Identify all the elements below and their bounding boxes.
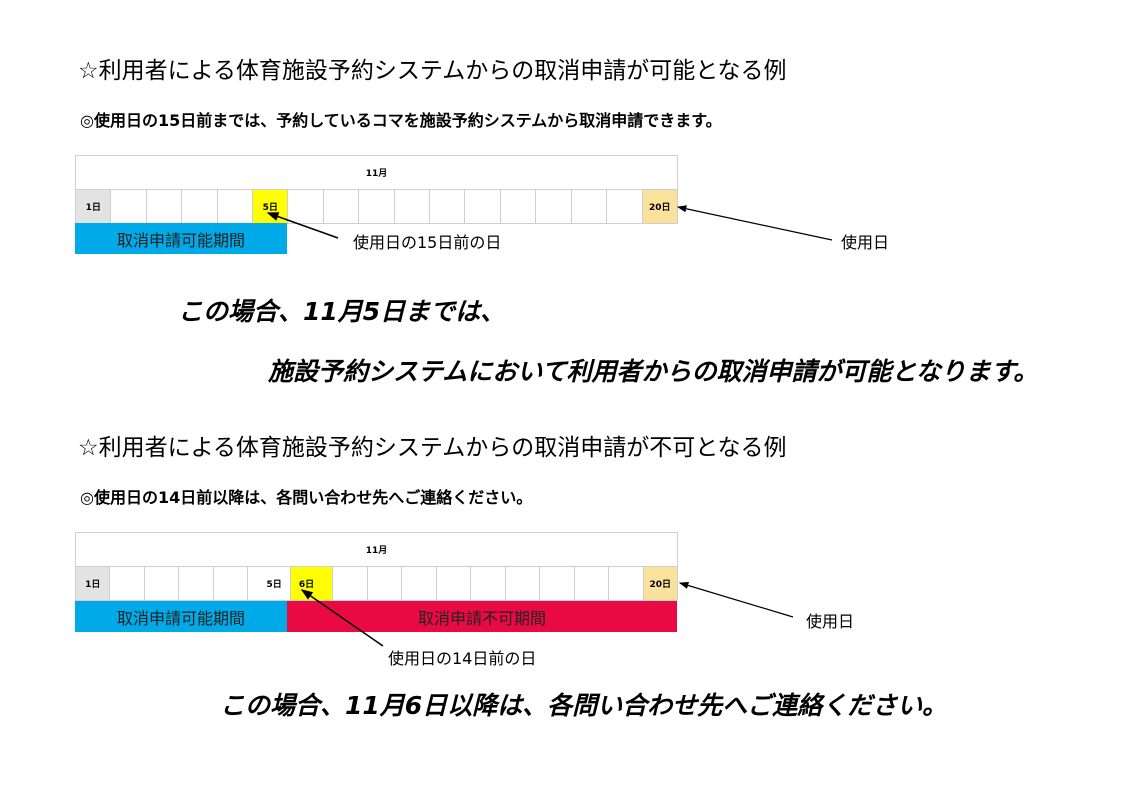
day-cell — [536, 190, 572, 223]
day-cell — [430, 190, 466, 223]
day-cell — [110, 567, 145, 600]
day-cell — [111, 190, 147, 223]
day-cell — [501, 190, 537, 223]
day-cell — [214, 567, 249, 600]
day-cell: 1日 — [76, 190, 112, 223]
day-cell — [179, 567, 214, 600]
day-cell — [506, 567, 541, 600]
day-cell — [607, 190, 643, 223]
section2-title: ☆利用者による体育施設予約システムからの取消申請が不可となる例 — [78, 435, 787, 461]
day-cell — [218, 190, 254, 223]
arrow-icon — [300, 589, 384, 647]
arrow-icon — [678, 581, 794, 618]
day-cell — [540, 567, 575, 600]
annotation-use-day: 使用日 — [806, 612, 855, 631]
day-cell — [324, 190, 360, 223]
day-cell: 20日 — [643, 567, 677, 600]
possible-period-bar: 取消申請可能期間 — [75, 223, 287, 254]
day-cell — [465, 190, 501, 223]
section1-subtitle: ◎使用日の15日前までは、予約しているコマを施設予約システムから取消申請できます… — [80, 111, 722, 130]
annotation-use-day: 使用日 — [841, 233, 890, 252]
day-cell — [145, 567, 180, 600]
day-cell — [575, 567, 610, 600]
day-cell: 5日 — [248, 567, 291, 600]
note-section2: この場合、11月6日以降は、各問い合わせ先へご連絡ください。 — [220, 691, 948, 720]
day-cell — [333, 567, 368, 600]
month-header: 11月 — [76, 533, 677, 567]
day-cell — [359, 190, 395, 223]
day-cell — [437, 567, 472, 600]
annotation-15-days-before: 使用日の15日前の日 — [353, 233, 502, 252]
section1-title: ☆利用者による体育施設予約システムからの取消申請が可能となる例 — [78, 58, 787, 84]
annotation-14-days-before: 使用日の14日前の日 — [388, 649, 537, 668]
arrow-icon — [676, 205, 833, 241]
day-cell — [288, 190, 324, 223]
day-cell — [182, 190, 218, 223]
day-cell — [471, 567, 506, 600]
day-cell: 1日 — [76, 567, 111, 600]
impossible-period-bar: 取消申請不可期間 — [287, 601, 677, 632]
day-cell: 20日 — [642, 190, 677, 223]
day-cell — [572, 190, 608, 223]
possible-period-bar: 取消申請可能期間 — [75, 601, 287, 632]
note-line-2: 施設予約システムにおいて利用者からの取消申請が可能となります。 — [268, 357, 1039, 386]
day-cell — [395, 190, 431, 223]
day-cell — [609, 567, 644, 600]
note-line-1: この場合、11月5日までは、 — [178, 297, 506, 326]
day-cell — [147, 190, 183, 223]
section2-subtitle: ◎使用日の14日前以降は、各問い合わせ先へご連絡ください。 — [80, 488, 533, 507]
month-header: 11月 — [76, 156, 677, 190]
day-cell — [368, 567, 403, 600]
day-cell — [402, 567, 437, 600]
arrow-icon — [266, 212, 339, 239]
